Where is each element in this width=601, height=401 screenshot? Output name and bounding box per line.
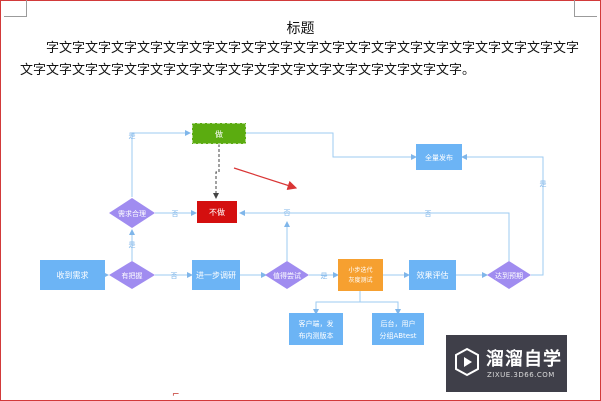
svg-text:全量发布: 全量发布 (425, 153, 453, 162)
svg-text:布内测版本: 布内测版本 (299, 331, 334, 340)
node-receive[interactable]: 收到需求 (40, 260, 105, 290)
watermark-name: 溜溜自学 (486, 349, 562, 370)
svg-text:客户端，发: 客户端，发 (299, 319, 334, 328)
edge-goal-to-notdo (239, 210, 510, 261)
node-evaluate[interactable]: 效果评估 (409, 260, 456, 290)
edge-label-yes: 是 (129, 241, 136, 249)
document-paragraph[interactable]: 字文字文字文字文字文字文字文字文字文字文字文字文字文字文字文字文字文字文字文字文… (20, 41, 580, 78)
edge-label-no: 否 (172, 210, 179, 218)
annotation-red-arrow (233, 167, 298, 190)
watermark-banner: 溜溜自学 ZIXUE.3D66.COM (446, 335, 567, 392)
node-iterate[interactable]: 小步迭代 灰度测试 (338, 259, 383, 291)
watermark-url: ZIXUE.3D66.COM (487, 371, 555, 379)
edge-label-no: 否 (171, 272, 178, 280)
edge-iterate-to-backend (360, 301, 401, 315)
node-reasonable[interactable]: 需求合理 (109, 198, 155, 228)
svg-text:进一步调研: 进一步调研 (196, 271, 236, 280)
edge-goal-to-release (461, 154, 544, 276)
svg-text:值得尝试: 值得尝试 (273, 271, 301, 280)
node-client[interactable]: 客户端，发 布内测版本 (289, 313, 343, 345)
svg-text:后台，用户: 后台，用户 (381, 319, 416, 328)
svg-text:分组ABtest: 分组ABtest (379, 331, 416, 340)
node-backend[interactable]: 后台，用户 分组ABtest (372, 313, 424, 345)
svg-text:不做: 不做 (209, 207, 225, 217)
node-has-pain[interactable]: 有把握 (109, 261, 155, 289)
document-title[interactable]: 标题 (286, 21, 315, 37)
node-release[interactable]: 全量发布 (416, 144, 462, 170)
red-caret-mark: ⌐ (172, 390, 180, 400)
node-worth-try[interactable]: 值得尝试 (265, 261, 309, 289)
svg-text:灰度测试: 灰度测试 (348, 276, 372, 284)
node-not-do[interactable]: 不做 (197, 201, 237, 223)
edge-reasonable-to-do (131, 130, 191, 197)
edge-do-to-notdo (213, 144, 220, 199)
node-do[interactable]: 做 (191, 122, 247, 145)
edge-label-yes: 是 (129, 132, 136, 140)
svg-text:需求合理: 需求合理 (118, 209, 146, 218)
page-corner-mark (4, 0, 27, 17)
node-reach-goal[interactable]: 达到预期 (487, 261, 531, 289)
svg-text:收到需求: 收到需求 (57, 270, 89, 280)
edge-label-yes: 是 (321, 272, 328, 280)
svg-text:效果评估: 效果评估 (417, 270, 449, 280)
svg-text:达到预期: 达到预期 (495, 271, 523, 280)
edge-iterate-to-client (313, 291, 361, 315)
edge-label-no: 否 (284, 209, 291, 217)
svg-text:做: 做 (215, 129, 223, 139)
edge-do-to-release (246, 132, 417, 160)
svg-text:有把握: 有把握 (122, 271, 143, 280)
node-research[interactable]: 进一步调研 (192, 260, 240, 290)
edge-label-no: 否 (425, 210, 432, 218)
page-corner-mark (574, 0, 597, 17)
edge-label-yes: 是 (540, 180, 547, 188)
play-logo-icon (455, 347, 479, 377)
svg-text:小步迭代: 小步迭代 (348, 266, 372, 274)
